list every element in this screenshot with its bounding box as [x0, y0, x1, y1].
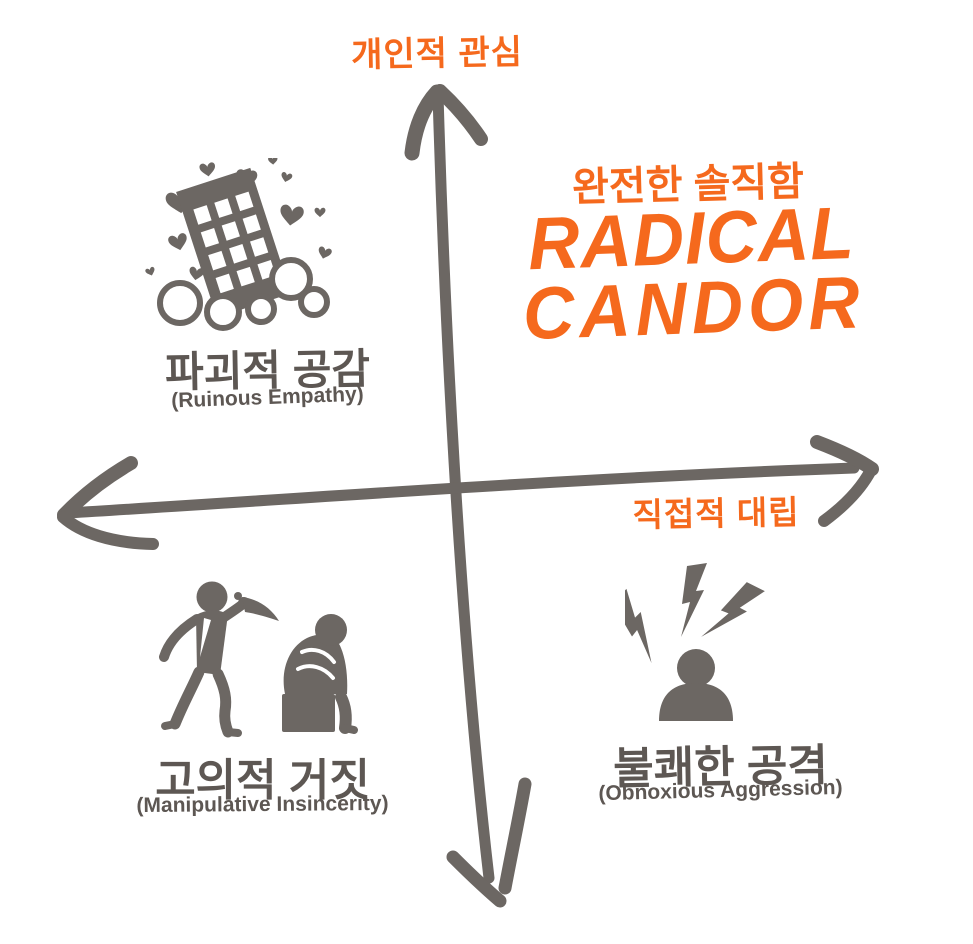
x-axis-left-arrowhead-bottom [57, 511, 159, 550]
lightning-bolt-left [625, 588, 673, 664]
y-axis-bottom-arrowhead-right [498, 777, 532, 895]
y-axis-label: 개인적 관심 [350, 33, 524, 75]
x-axis-label: 직접적 대립 [632, 493, 800, 534]
dust-clouds [157, 257, 330, 331]
backstabbing-figure-and-dejected-person-icon [159, 581, 358, 738]
person-shoulders [659, 683, 733, 721]
knife [242, 597, 279, 621]
attacker-figure [159, 581, 279, 738]
radical-candor-title: RADICAL CANDOR [518, 192, 868, 356]
y-axis-top-arrowhead-left [404, 84, 445, 161]
lightning-bolt-center [681, 563, 707, 637]
person-with-lightning-bolts-icon [625, 563, 765, 721]
dejected-figure [282, 614, 358, 734]
y-axis-top-arrowhead-right [433, 84, 488, 146]
x-axis-right-arrowhead-bottom [818, 464, 877, 527]
manipulative-insincerity-korean-title: 고의적 거짓 [155, 756, 370, 805]
person-head [677, 649, 715, 687]
manipulative-insincerity-english-subtitle: (Manipulative Insincerity) [136, 791, 389, 818]
tilted-building [176, 167, 292, 318]
y-axis-bottom-arrowhead-left [446, 850, 507, 908]
x-axis-left-arrowhead-top [57, 456, 138, 522]
radical-candor-title-line2: CANDOR [521, 261, 866, 356]
collapsing-building-with-hearts-icon [144, 158, 333, 331]
lightning-bolt-right [701, 576, 765, 652]
necktie [200, 618, 211, 657]
x-axis-line [62, 462, 860, 519]
y-axis-line [432, 88, 495, 884]
